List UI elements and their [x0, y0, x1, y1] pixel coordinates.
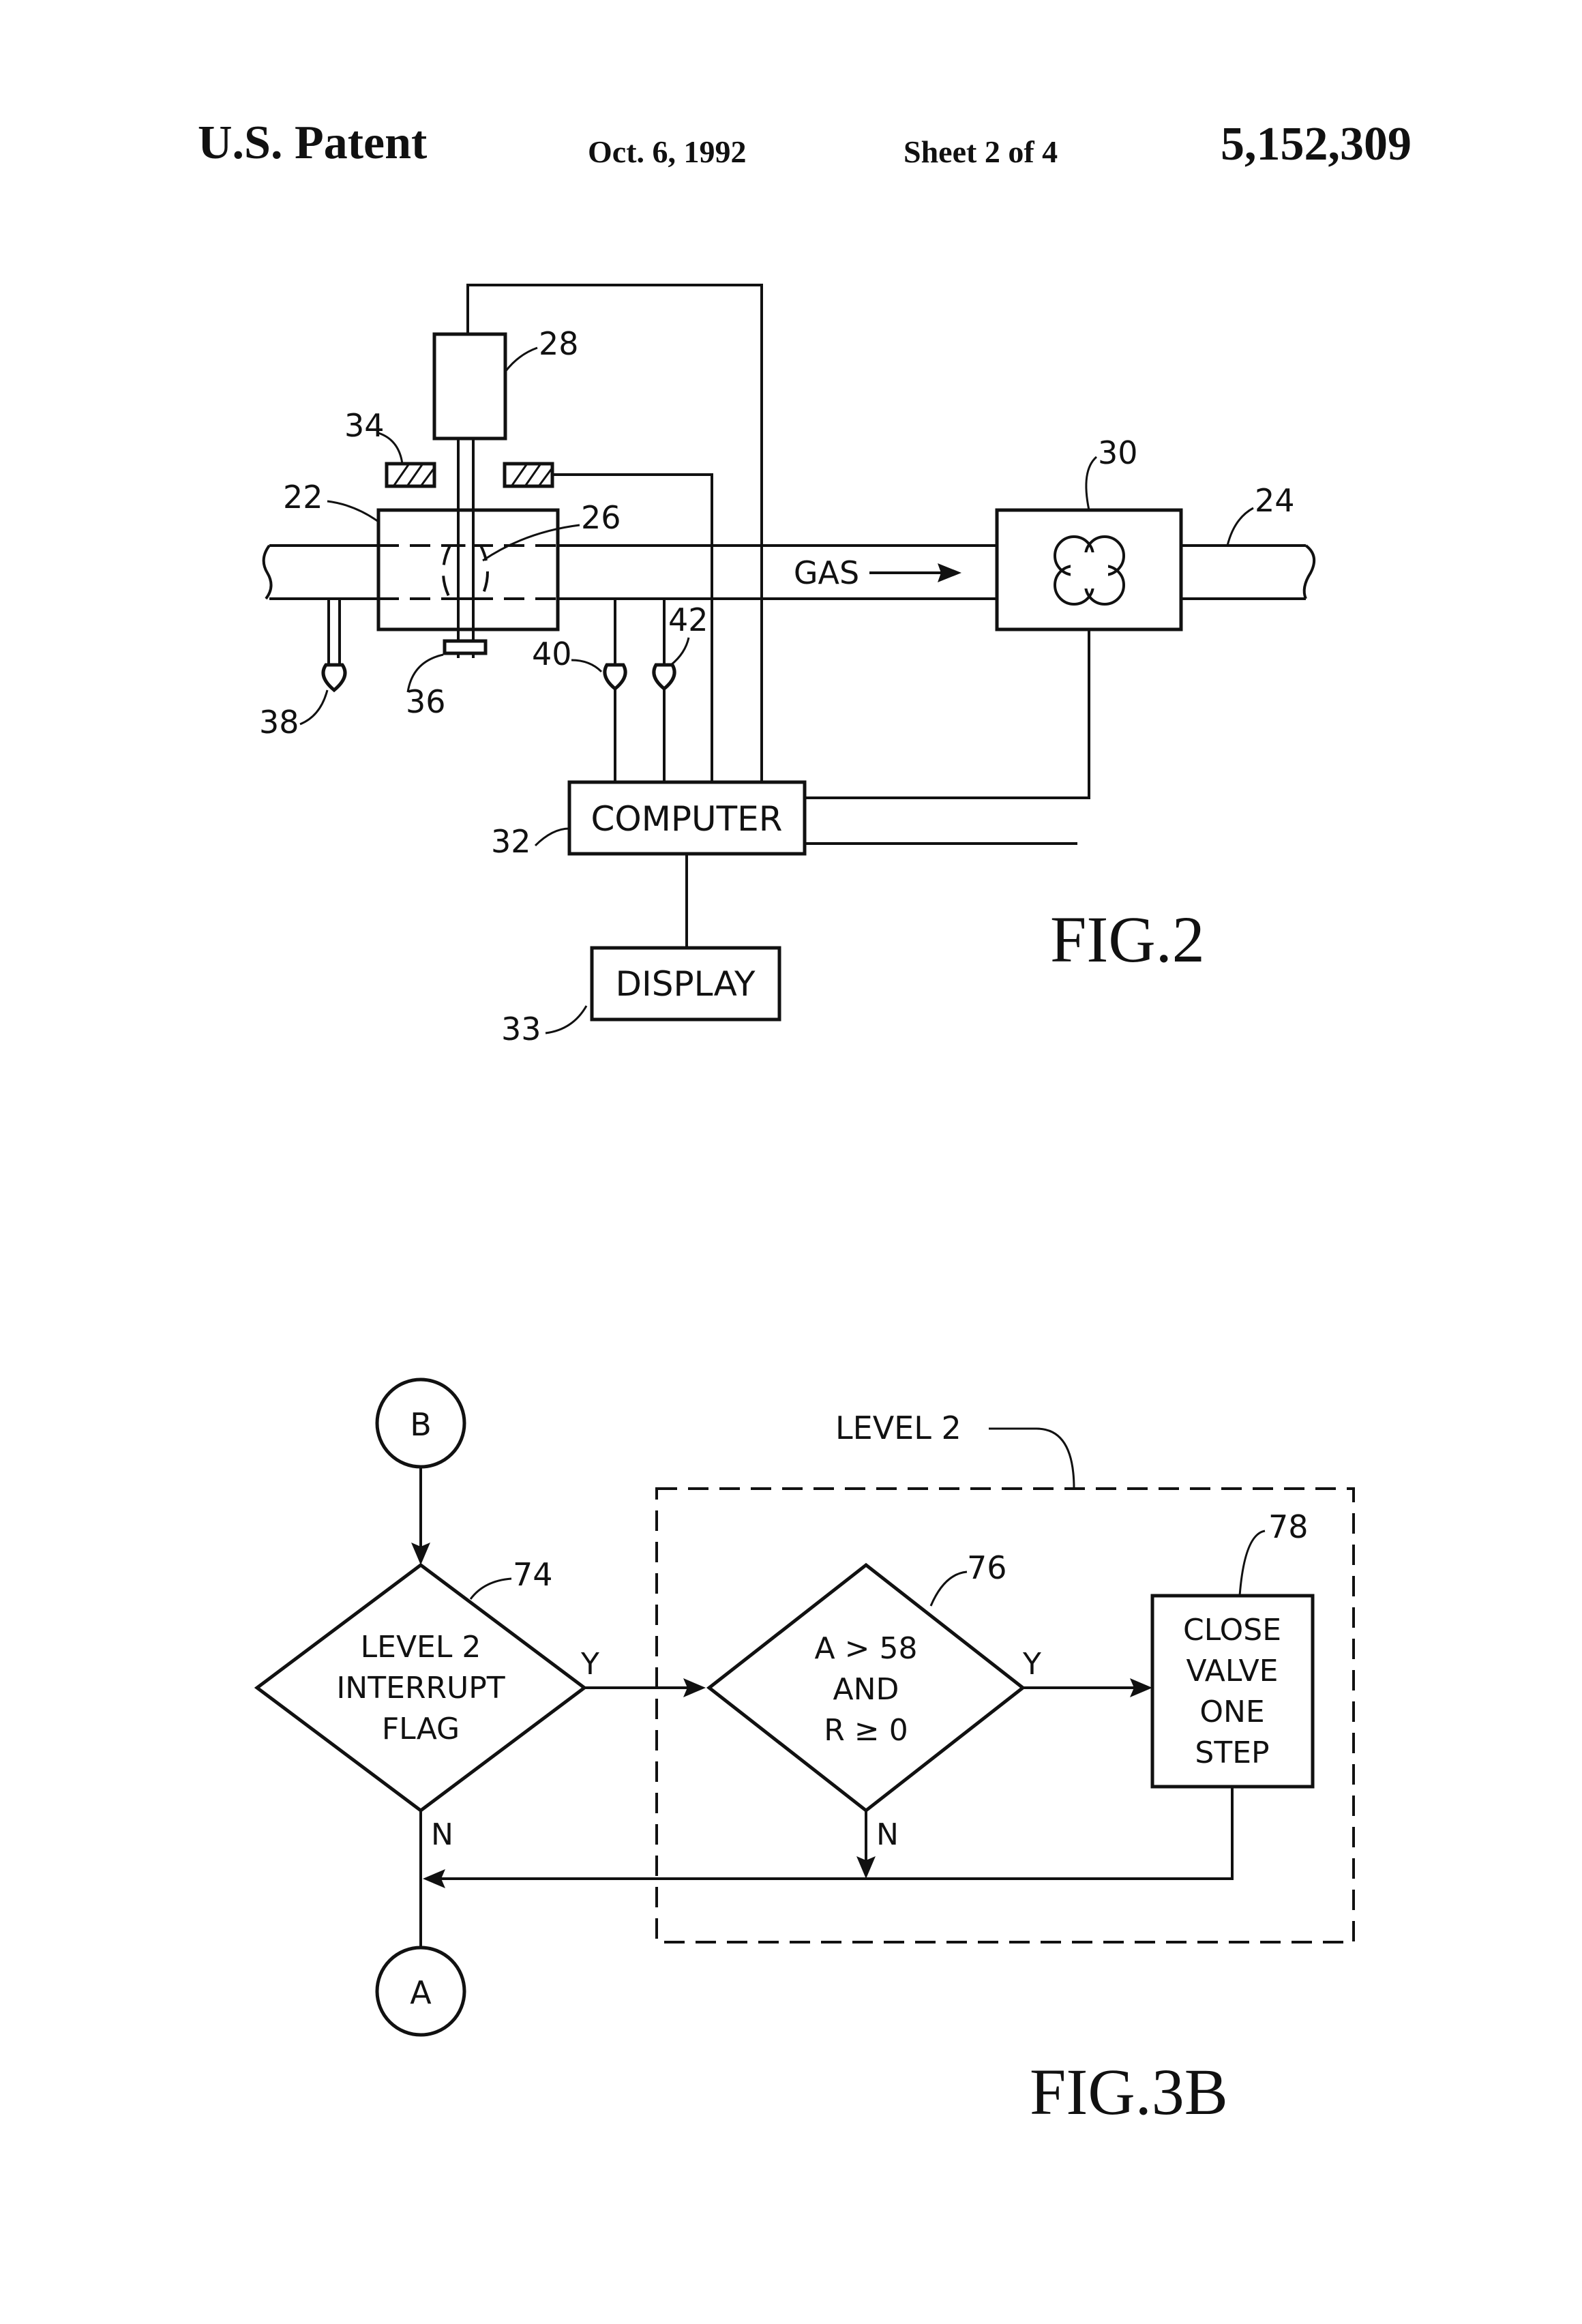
computer-label: COMPUTER — [591, 799, 782, 839]
leader-24 — [1227, 508, 1253, 546]
leader-33 — [546, 1006, 586, 1033]
decision-74-line-1: LEVEL 2 — [361, 1630, 481, 1665]
pipe-left-end-break — [264, 546, 271, 599]
ref-34: 34 — [344, 407, 385, 444]
leader-28 — [505, 348, 537, 372]
gas-flow-arrow-head — [938, 563, 961, 582]
ref-42: 42 — [668, 601, 708, 638]
ref-32: 32 — [491, 823, 531, 860]
stem-bearing-36 — [445, 641, 486, 653]
gas-label: GAS — [794, 554, 859, 591]
ref-36: 36 — [406, 683, 446, 720]
pipe-right-end-break — [1304, 546, 1314, 599]
ref-78: 78 — [1268, 1508, 1309, 1545]
fig2-diagram: COMPUTER DISPLAY GAS 28 34 22 26 30 24 4… — [259, 285, 1314, 1047]
leader-40 — [571, 660, 601, 672]
connector-b-label: B — [410, 1406, 432, 1443]
leader-32 — [535, 829, 569, 846]
leader-76 — [931, 1572, 967, 1606]
ref-76: 76 — [967, 1549, 1007, 1586]
decision-74-line-3: FLAG — [382, 1712, 460, 1746]
leader-30 — [1086, 457, 1096, 510]
decision-76-line-2: AND — [833, 1672, 899, 1707]
decision-76-yes: Y — [1022, 1647, 1041, 1682]
level-2-leader — [989, 1429, 1074, 1489]
sensor-38-probe — [329, 599, 340, 665]
ref-30: 30 — [1098, 434, 1138, 471]
ref-33: 33 — [501, 1011, 541, 1047]
decision-74-no: N — [431, 1817, 453, 1852]
decision-74-line-2: INTERRUPT — [336, 1671, 505, 1705]
connector-a-label: A — [410, 1974, 432, 2011]
flow-meter-wire — [805, 629, 1089, 798]
ref-24: 24 — [1255, 482, 1295, 519]
fig3b-caption: FIG.3B — [1030, 2055, 1228, 2128]
ref-22: 22 — [283, 479, 323, 516]
valve-body-22 — [378, 510, 558, 629]
process-78-line-2: VALVE — [1186, 1654, 1279, 1688]
ref-26: 26 — [581, 499, 621, 536]
flow-line-78-return — [440, 1787, 1232, 1879]
sensor-38 — [323, 665, 345, 690]
leader-22 — [327, 501, 378, 522]
leader-38 — [300, 690, 327, 724]
ref-74: 74 — [513, 1556, 553, 1593]
fig2-caption: FIG.2 — [1050, 903, 1205, 976]
ref-38: 38 — [259, 704, 299, 741]
decision-74-yes: Y — [580, 1647, 599, 1682]
stepper-motor-28 — [434, 334, 505, 438]
process-78-line-1: CLOSE — [1183, 1613, 1281, 1648]
level-2-group-label: LEVEL 2 — [835, 1410, 961, 1446]
process-78-line-3: ONE — [1199, 1695, 1264, 1729]
ref-28: 28 — [539, 325, 579, 362]
leader-78 — [1240, 1531, 1265, 1596]
decision-76-no: N — [876, 1817, 899, 1852]
leader-42 — [671, 638, 689, 665]
process-78-line-4: STEP — [1195, 1735, 1269, 1770]
sensor-40 — [605, 665, 625, 689]
decision-76-line-1: A > 58 — [815, 1631, 918, 1666]
fig3b-flowchart: B LEVEL 2 INTERRUPT FLAG 74 Y LEVEL 2 A … — [257, 1380, 1354, 2128]
leader-74 — [471, 1579, 511, 1599]
decision-76-line-3: R ≥ 0 — [824, 1713, 908, 1748]
ref-40: 40 — [532, 636, 572, 672]
sensor-42 — [654, 665, 674, 689]
display-label: DISPLAY — [615, 964, 755, 1004]
